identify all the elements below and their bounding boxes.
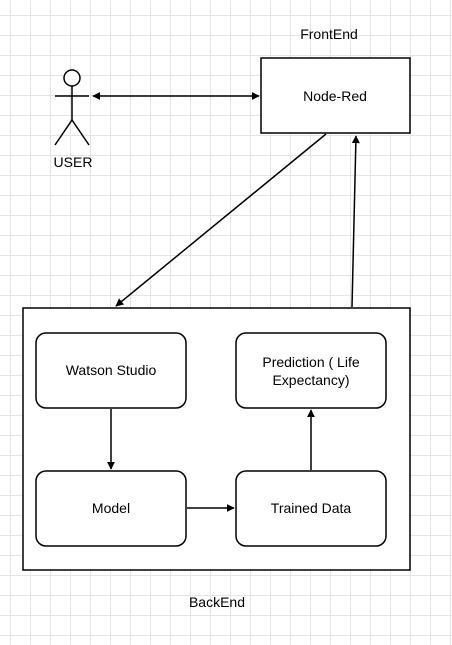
backend-label: BackEnd: [189, 594, 245, 610]
node-red-box[interactable]: Node-Red: [260, 57, 411, 134]
backend-to-node-red-arrow: [351, 135, 360, 308]
watson-studio-label: Watson Studio: [66, 362, 157, 378]
model-label: Model: [92, 500, 130, 516]
trained-data-label: Trained Data: [271, 500, 352, 516]
frontend-label: FrontEnd: [300, 26, 358, 42]
node-red-label: Node-Red: [303, 88, 367, 104]
model-box[interactable]: Model: [35, 470, 187, 547]
trained-data-box[interactable]: Trained Data: [235, 470, 387, 547]
prediction-box[interactable]: Prediction ( Life Expectancy): [235, 332, 387, 409]
prediction-label-line1: Prediction ( Life: [262, 354, 359, 370]
watson-studio-box[interactable]: Watson Studio: [35, 332, 187, 409]
user-label: USER: [54, 154, 93, 170]
prediction-label-line2: Expectancy): [272, 372, 349, 388]
node-red-to-backend-arrow: [115, 133, 327, 307]
user-actor-icon: [54, 69, 90, 146]
